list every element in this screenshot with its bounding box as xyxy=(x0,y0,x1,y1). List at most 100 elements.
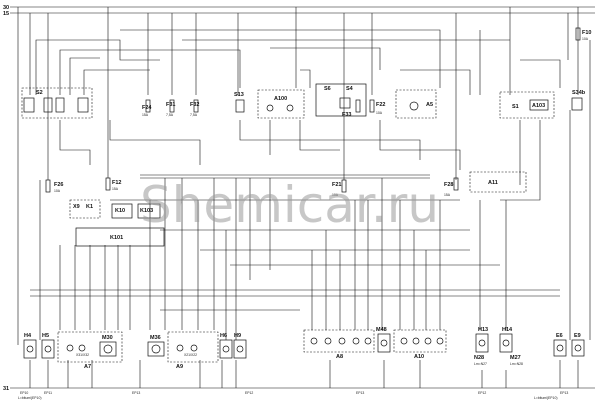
s2-label: S2 xyxy=(36,90,43,96)
rail-31-label: 31 xyxy=(3,386,9,392)
e6-label: E6 xyxy=(556,333,563,339)
ground-label-ep11: EP11 xyxy=(44,391,52,395)
ground-labels: EP10 EP11 EP13 EP12 EP13 EP12 EP13 L=bit… xyxy=(18,391,568,400)
h6-lamp xyxy=(219,339,233,359)
e9-lamp xyxy=(571,339,585,357)
m30-motor xyxy=(99,341,117,357)
a5-box xyxy=(395,89,437,119)
s6-label: S6 xyxy=(324,86,331,92)
f26-rating: 10A xyxy=(54,189,61,193)
rails: 30 15 31 xyxy=(3,5,595,392)
a11-label: A11 xyxy=(488,180,498,186)
f21-fuse xyxy=(341,179,347,193)
m27-label: M27 xyxy=(510,355,521,361)
f12-label: F12 xyxy=(112,180,121,186)
s2-switch-box xyxy=(21,87,93,119)
f26-label: F26 xyxy=(54,182,63,188)
ground-note-right: L=bitumi(EP10) xyxy=(534,396,557,400)
f24-fuse xyxy=(145,99,151,113)
a10-label: A10 xyxy=(414,354,424,360)
x9-label: X9 xyxy=(73,204,80,210)
a7-label: A7 xyxy=(84,364,91,370)
a11-box xyxy=(469,171,527,193)
f28-fuse xyxy=(453,177,459,191)
h4-lamp xyxy=(23,339,37,359)
ground-label-ep13-right: EP13 xyxy=(560,391,568,395)
m48-motor xyxy=(377,333,391,353)
x9-k1-box xyxy=(69,199,101,219)
h9-lamp xyxy=(233,339,247,359)
h5-label: H5 xyxy=(42,333,49,339)
k103-label: K103 xyxy=(140,208,153,214)
a100-box xyxy=(257,89,305,119)
ground-label-ep13-mid: EP13 xyxy=(356,391,364,395)
a8-label: A8 xyxy=(336,354,343,360)
ground-note-left: L=bitumi(EP10) xyxy=(18,396,41,400)
ground-label-ep10: EP10 xyxy=(20,391,28,395)
s34b-label: S34b xyxy=(572,90,586,96)
f22-label: F22 xyxy=(376,102,385,108)
s34b-switch xyxy=(571,97,583,111)
s1-label: S1 xyxy=(512,104,519,110)
h5-lamp xyxy=(41,339,55,359)
a103-label: A103 xyxy=(532,103,545,109)
h13-lamp xyxy=(475,333,489,353)
ground-label-ep12-mid: EP12 xyxy=(245,391,253,395)
s13-switch xyxy=(235,99,245,113)
watermark-text: Shemicar.ru xyxy=(140,176,439,234)
s4-label: S4 xyxy=(346,86,354,92)
a9-code: X21/X22 xyxy=(184,353,197,357)
f33-label: F33 xyxy=(342,112,351,118)
rail-30-label: 30 xyxy=(3,5,9,11)
e6-lamp xyxy=(553,339,567,357)
f21-rating: 10A xyxy=(332,193,339,197)
f22-rating: 10A xyxy=(376,111,383,115)
m36-label: M36 xyxy=(150,335,161,341)
f32-rating: 7,5A xyxy=(190,113,198,117)
s6-s4-box xyxy=(315,83,367,117)
m30-label: M30 xyxy=(102,335,113,341)
e9-label: E9 xyxy=(574,333,581,339)
k103-relay xyxy=(137,203,161,219)
n28-note: Lm=N27 xyxy=(474,362,487,366)
h6-label: H6 xyxy=(220,333,227,339)
h4-label: H4 xyxy=(24,333,32,339)
f12-fuse xyxy=(105,177,111,191)
k10-relay xyxy=(111,203,133,219)
top-components: S2 F24 15A F31 7,5A F32 7,5A S13 A100 S6… xyxy=(21,27,591,119)
s13-label: S13 xyxy=(234,92,244,98)
f12-rating: 15A xyxy=(112,187,119,191)
k1-label: K1 xyxy=(86,204,93,210)
f22-fuse xyxy=(369,99,375,113)
ground-label-ep12-right: EP12 xyxy=(478,391,486,395)
f33-fuse xyxy=(355,99,361,113)
a100-label: A100 xyxy=(274,96,287,102)
s1-a103-box xyxy=(499,91,555,119)
f10-rating: 10A xyxy=(582,37,589,41)
f32-fuse xyxy=(193,99,199,113)
rail-15-label: 15 xyxy=(3,11,9,17)
f24-rating: 15A xyxy=(142,113,149,117)
f21-label: F21 xyxy=(332,182,341,188)
ground-label-ep13-left: EP13 xyxy=(132,391,140,395)
bottom-components: H4 H5 A7 X31/X32 M30 M36 A9 X21/X22 H6 H… xyxy=(23,327,585,370)
a9-box xyxy=(167,331,219,363)
a103-box xyxy=(529,99,549,111)
f26-fuse xyxy=(45,179,51,193)
a8-box xyxy=(303,329,375,353)
f31-fuse xyxy=(169,99,175,113)
k101-label: K101 xyxy=(110,235,123,241)
k10-label: K10 xyxy=(115,208,125,214)
m48-label: M48 xyxy=(376,327,387,333)
middle-components: F26 10A F12 15A X9 K1 K10 K103 F21 10A F… xyxy=(45,171,527,247)
h9-label: H9 xyxy=(234,333,241,339)
f31-rating: 7,5A xyxy=(166,113,174,117)
a10-box xyxy=(393,329,447,353)
f28-label: F28 xyxy=(444,182,453,188)
f24-label: F24 xyxy=(142,105,152,111)
wiring xyxy=(17,7,591,388)
a7-box xyxy=(57,331,123,363)
f10-label: F10 xyxy=(582,30,591,36)
f10-fuse xyxy=(575,27,581,41)
